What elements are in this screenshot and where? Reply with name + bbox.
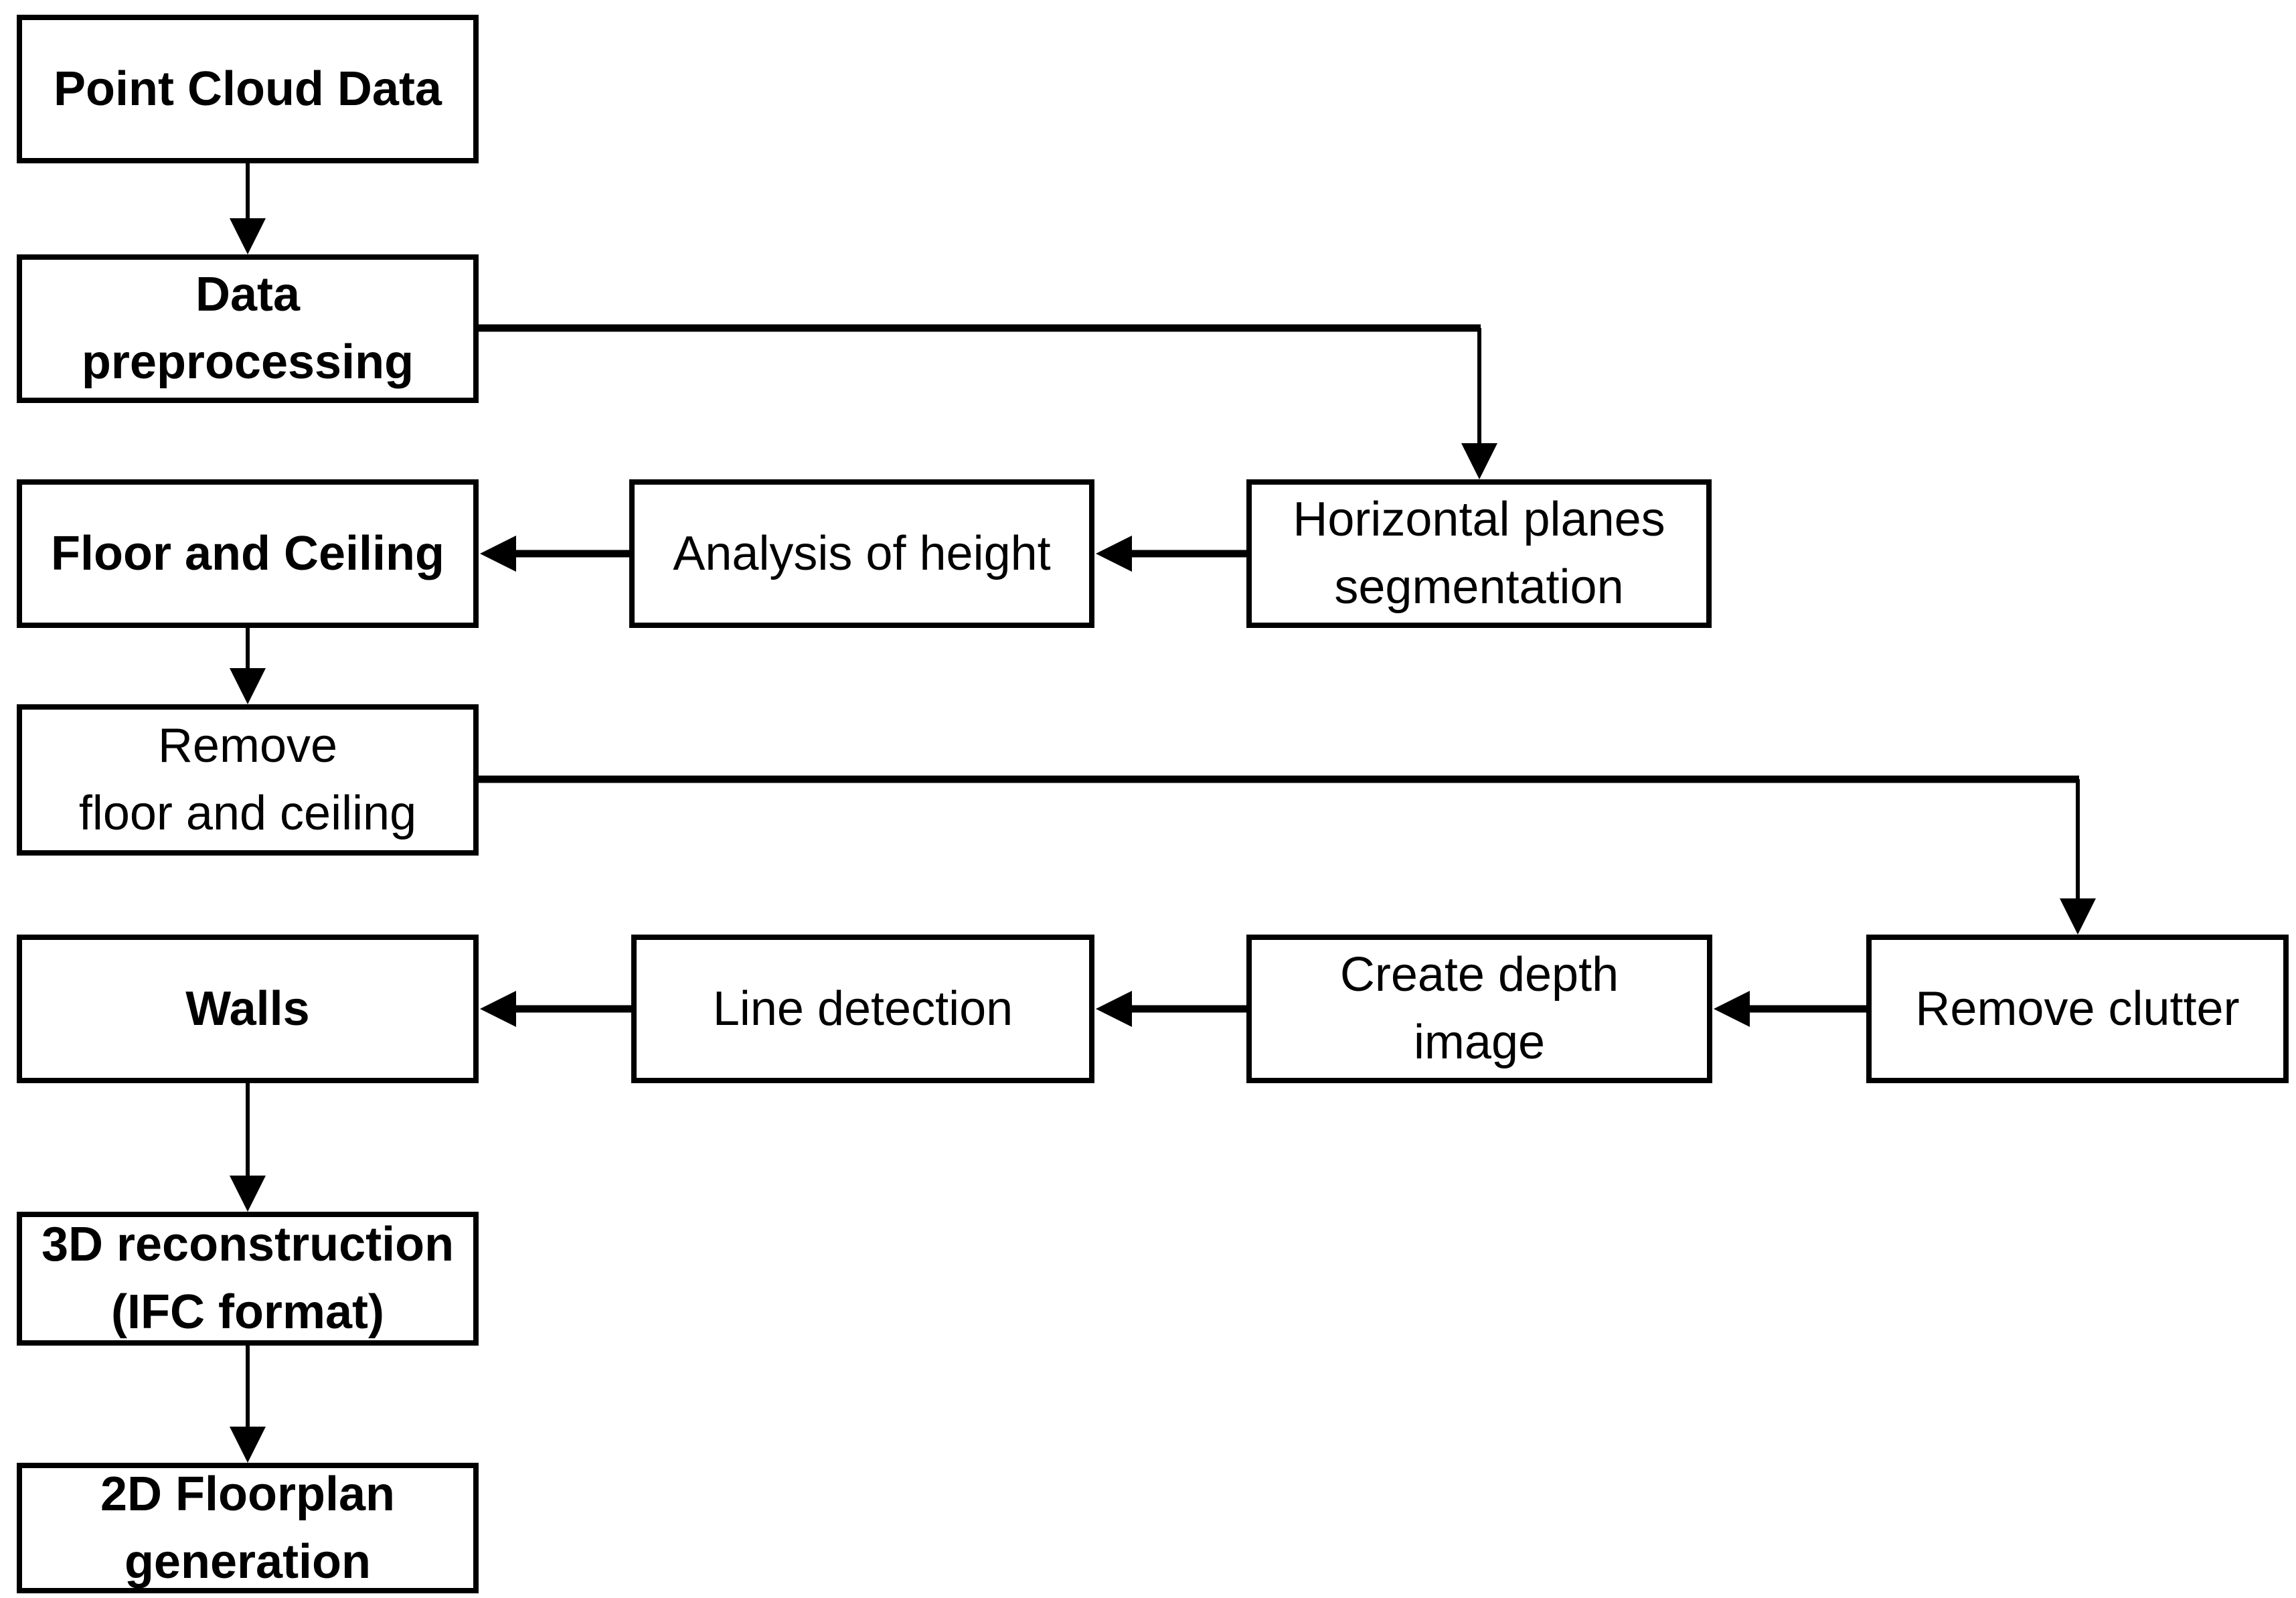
node-floor-and-ceiling: Floor and Ceiling	[17, 479, 479, 628]
arrow-point-cloud-to-preprocessing	[230, 163, 266, 254]
node-line-detection: Line detection	[631, 935, 1094, 1083]
node-2d-floorplan-generation: 2D Floorplan generation	[17, 1463, 479, 1593]
node-create-depth-image: Create depth image	[1246, 935, 1712, 1083]
arrow-remove-floor-to-remove-clutter	[473, 775, 2096, 935]
node-horizontal-planes-segmentation: Horizontal planes segmentation	[1246, 479, 1712, 628]
arrow-remove-clutter-to-create-depth	[1714, 991, 1866, 1027]
arrow-line-detection-to-walls	[480, 991, 631, 1027]
node-3d-reconstruction-ifc: 3D reconstruction (IFC format)	[17, 1212, 479, 1346]
arrow-analysis-height-to-floor-ceiling	[480, 536, 629, 572]
arrow-horizontal-planes-to-analysis-height	[1096, 536, 1246, 572]
arrow-create-depth-to-line-detection	[1096, 991, 1246, 1027]
node-data-preprocessing: Data preprocessing	[17, 254, 479, 403]
node-analysis-of-height: Analysis of height	[629, 479, 1094, 628]
node-point-cloud-data: Point Cloud Data	[17, 15, 479, 163]
node-remove-clutter: Remove clutter	[1866, 935, 2289, 1083]
arrow-reconstruction-3d-to-floorplan-2d	[230, 1346, 266, 1463]
arrow-walls-to-reconstruction-3d	[230, 1083, 266, 1212]
node-walls: Walls	[17, 935, 479, 1083]
arrow-preprocessing-to-horizontal-planes	[473, 324, 1497, 479]
node-remove-floor-and-ceiling: Remove floor and ceiling	[17, 704, 479, 856]
arrow-floor-ceiling-to-remove-floor	[230, 628, 266, 704]
